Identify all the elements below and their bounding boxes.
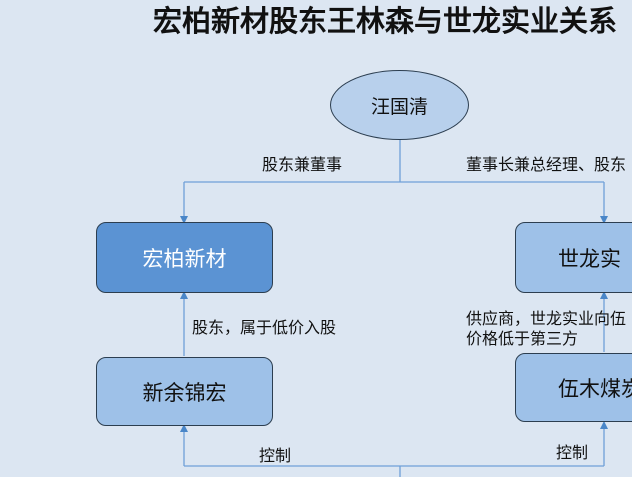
edge-label-root-shilong: 董事长兼总经理、股东 bbox=[466, 155, 627, 174]
node-hongbai: 宏柏新材 bbox=[96, 222, 273, 293]
edge-label-control-right: 控制 bbox=[556, 443, 589, 462]
node-xinyu: 新余锦宏 bbox=[96, 357, 273, 426]
edge-label-root-hongbai: 股东兼董事 bbox=[262, 155, 343, 174]
edge-label-wumu-shilong-1: 供应商，世龙实业向伍 bbox=[466, 309, 627, 328]
edge-label-xinyu-hongbai: 股东，属于低价入股 bbox=[192, 318, 337, 337]
node-shilong: 世龙实 bbox=[515, 222, 632, 293]
edge-label-wumu-shilong-2: 价格低于第三方 bbox=[466, 329, 579, 348]
diagram-title: 宏柏新材股东王林森与世龙实业关系 bbox=[153, 4, 618, 38]
node-wang-guoqing: 汪国清 bbox=[330, 70, 469, 140]
node-wumu: 伍木煤炭 bbox=[515, 353, 632, 422]
edge-label-control-left: 控制 bbox=[259, 446, 292, 465]
